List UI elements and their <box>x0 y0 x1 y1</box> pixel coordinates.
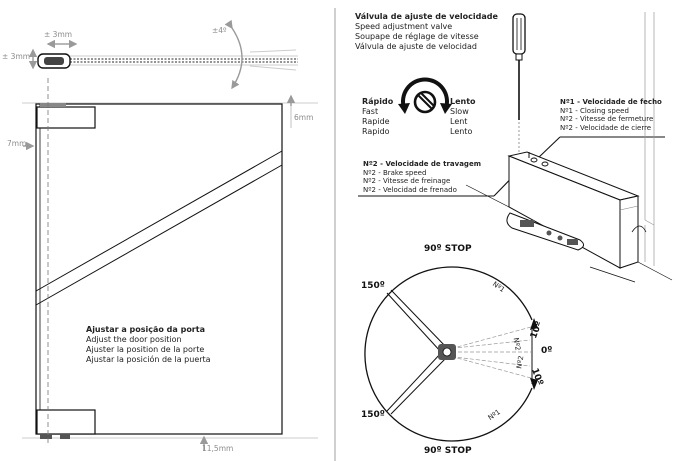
valve-block: Válvula de ajuste de velocidade Speed ad… <box>355 12 498 52</box>
valve-line-en: Speed adjustment valve <box>355 22 453 31</box>
dim-tilt-4deg: ±4º <box>212 26 227 35</box>
fast-title: Rápido <box>362 97 394 106</box>
n2-line-en: Nº2 - Brake speed <box>363 168 427 177</box>
n1-line-es: Nº2 - Velocidade de cierre <box>560 123 652 132</box>
valve-line-es: Válvula de ajuste de velocidad <box>355 42 477 51</box>
n1-line-en: Nº1 - Closing speed <box>560 106 629 115</box>
speed-dial <box>398 77 452 114</box>
fast-line-fr: Rapide <box>362 117 390 126</box>
dim-horizontal-3mm: ± 3mm <box>44 30 73 39</box>
door-position-line-en: Adjust the door position <box>86 335 182 344</box>
n2-line-es: Nº2 - Velocidad de frenado <box>363 185 457 194</box>
valve-line-fr: Soupape de réglage de vitesse <box>355 32 479 41</box>
n2-block: Nº2 - Velocidade de travagem Nº2 - Brake… <box>363 160 481 194</box>
fast-line-es: Rapido <box>362 127 390 136</box>
n1-block: Nº1 - Velocidade de fecho Nº1 - Closing … <box>560 98 662 132</box>
angle-label-150-bottom: 150º <box>361 410 385 420</box>
floor-closer-illustration <box>465 12 673 283</box>
angle-label-stop-bottom: 90º STOP <box>424 446 472 456</box>
door-position-block: Ajustar a posição da porta Adjust the do… <box>86 325 211 365</box>
dim-vertical-3mm: ± 3mm <box>2 52 31 61</box>
screwdriver-icon <box>512 13 526 160</box>
slow-title: Lento <box>450 97 476 106</box>
fast-line-en: Fast <box>362 107 379 116</box>
slow-line-es: Lento <box>450 127 473 136</box>
n1-title: Nº1 - Velocidade de fecho <box>560 98 662 106</box>
valve-title: Válvula de ajuste de velocidade <box>355 12 498 21</box>
n2-title: Nº2 - Velocidade de travagem <box>363 160 481 168</box>
opening-angle-diagram <box>364 266 538 442</box>
slow-block: Lento Slow Lent Lento <box>450 97 476 137</box>
dim-7mm: 7mm <box>7 139 27 148</box>
fast-block: Rápido Fast Rapide Rapido <box>362 97 393 137</box>
top-rail-view <box>28 19 298 90</box>
slow-line-fr: Lent <box>450 117 468 126</box>
dim-11-5mm: 11,5mm <box>202 444 234 453</box>
door-front-view <box>22 78 318 451</box>
angle-label-0: 0º <box>541 346 553 356</box>
door-position-line-fr: Ajuster la position de la porte <box>86 345 205 354</box>
slow-line-en: Slow <box>450 107 469 116</box>
n2-line-fr: Nº2 - Vitesse de freinage <box>363 177 451 185</box>
dim-6mm: 6mm <box>294 113 314 122</box>
n1-line-fr: Nº2 - Vitesse de fermeture <box>560 115 654 123</box>
door-position-line-es: Ajustar la posición de la puerta <box>86 355 211 364</box>
angle-label-stop-top: 90º STOP <box>424 244 472 254</box>
door-position-title: Ajustar a posição da porta <box>86 325 205 334</box>
angle-label-150-top: 150º <box>361 281 385 291</box>
